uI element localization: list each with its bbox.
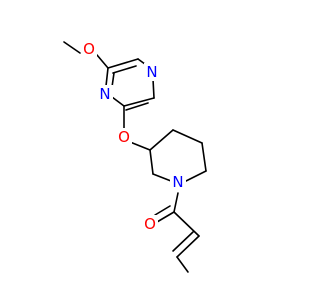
atom-o-methoxy: O [81,40,97,58]
bond-c-calpha [173,211,200,237]
bond-c3-c2-double [125,102,149,111]
bond-c6-c5 [107,58,139,69]
atom-label: N [99,85,110,103]
atom-n-pyrazine-top: N [144,63,160,81]
bond-o-c3pip [129,141,151,151]
atom-n-pyrazine-left: N [97,85,113,103]
atom-label: N [172,173,183,191]
atom-label: O [144,215,156,233]
bond-methyl-o [63,41,81,54]
bond-c-o [156,211,175,223]
bond-c2-n1 [111,96,125,107]
bond-c5-c6 [201,142,207,172]
bond-n1-c6-double [111,72,115,88]
bond-cbeta-methyl [176,256,189,273]
bond-c3-c2 [123,97,155,107]
atom-label: N [146,63,157,81]
bond-o-c6 [96,54,109,69]
atom-label: O [118,128,130,146]
bond-c2-c3 [149,149,154,175]
bond-calpha-cbeta [176,235,200,258]
bond-c4-c5 [172,129,203,144]
bond-n4-c3 [152,78,155,99]
molecule-diagram: O N N O N O [63,40,207,273]
bond-c6-n [185,170,207,182]
bond-c3-c4 [149,129,174,151]
bond-n-c2 [152,173,172,182]
bond-c6-c5-double [112,65,137,74]
bond-calpha-cbeta-double [172,231,194,252]
bond-c-o-double [154,205,171,216]
bond-n-carbonyl-c [173,192,179,213]
atom-o-ether: O [116,128,132,146]
atom-label: O [83,40,95,58]
atom-n-piperidine: N [170,173,186,191]
atom-o-carbonyl: O [142,215,158,233]
bond-n1-c6 [105,67,109,87]
